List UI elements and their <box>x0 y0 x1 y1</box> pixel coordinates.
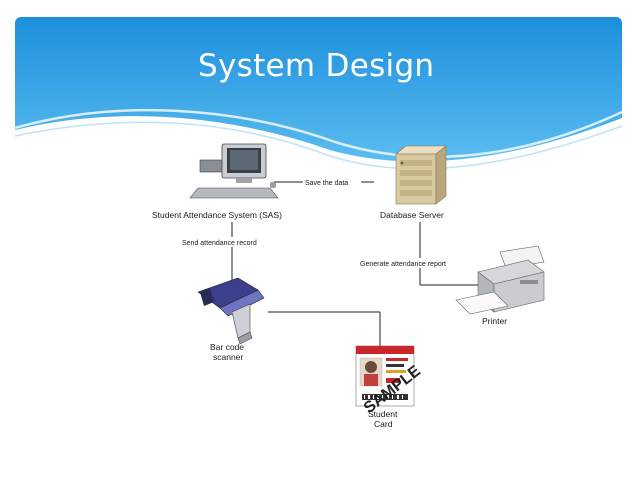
barcode-scanner-icon <box>197 277 265 345</box>
slide-header-banner <box>14 17 623 200</box>
node-printer-label: Printer <box>482 316 507 326</box>
edge-send-label: Send attendance record <box>182 240 257 247</box>
database-server-icon <box>395 145 447 205</box>
node-scanner-label-1: Bar code <box>210 342 244 352</box>
header-wave-white <box>15 116 622 200</box>
printer-icon <box>455 245 545 315</box>
edge-generate-label: Generate attendance report <box>360 261 446 268</box>
header-wave-line-2 <box>14 121 623 170</box>
system-design-diagram: Student Attendance System (SAS) Save the… <box>152 143 545 429</box>
computer-icon <box>189 143 279 199</box>
header-wave-line <box>14 108 623 159</box>
edge-save-label: Save the data <box>305 180 348 187</box>
node-card-label-1: Student <box>368 409 398 419</box>
slide-title: System Design <box>198 48 435 84</box>
node-db-label: Database Server <box>380 210 444 220</box>
node-scanner-label-2: scanner <box>213 352 243 362</box>
node-card-label-2: Card <box>374 419 393 429</box>
node-sas-label: Student Attendance System (SAS) <box>152 210 282 220</box>
student-card-icon <box>355 345 415 407</box>
